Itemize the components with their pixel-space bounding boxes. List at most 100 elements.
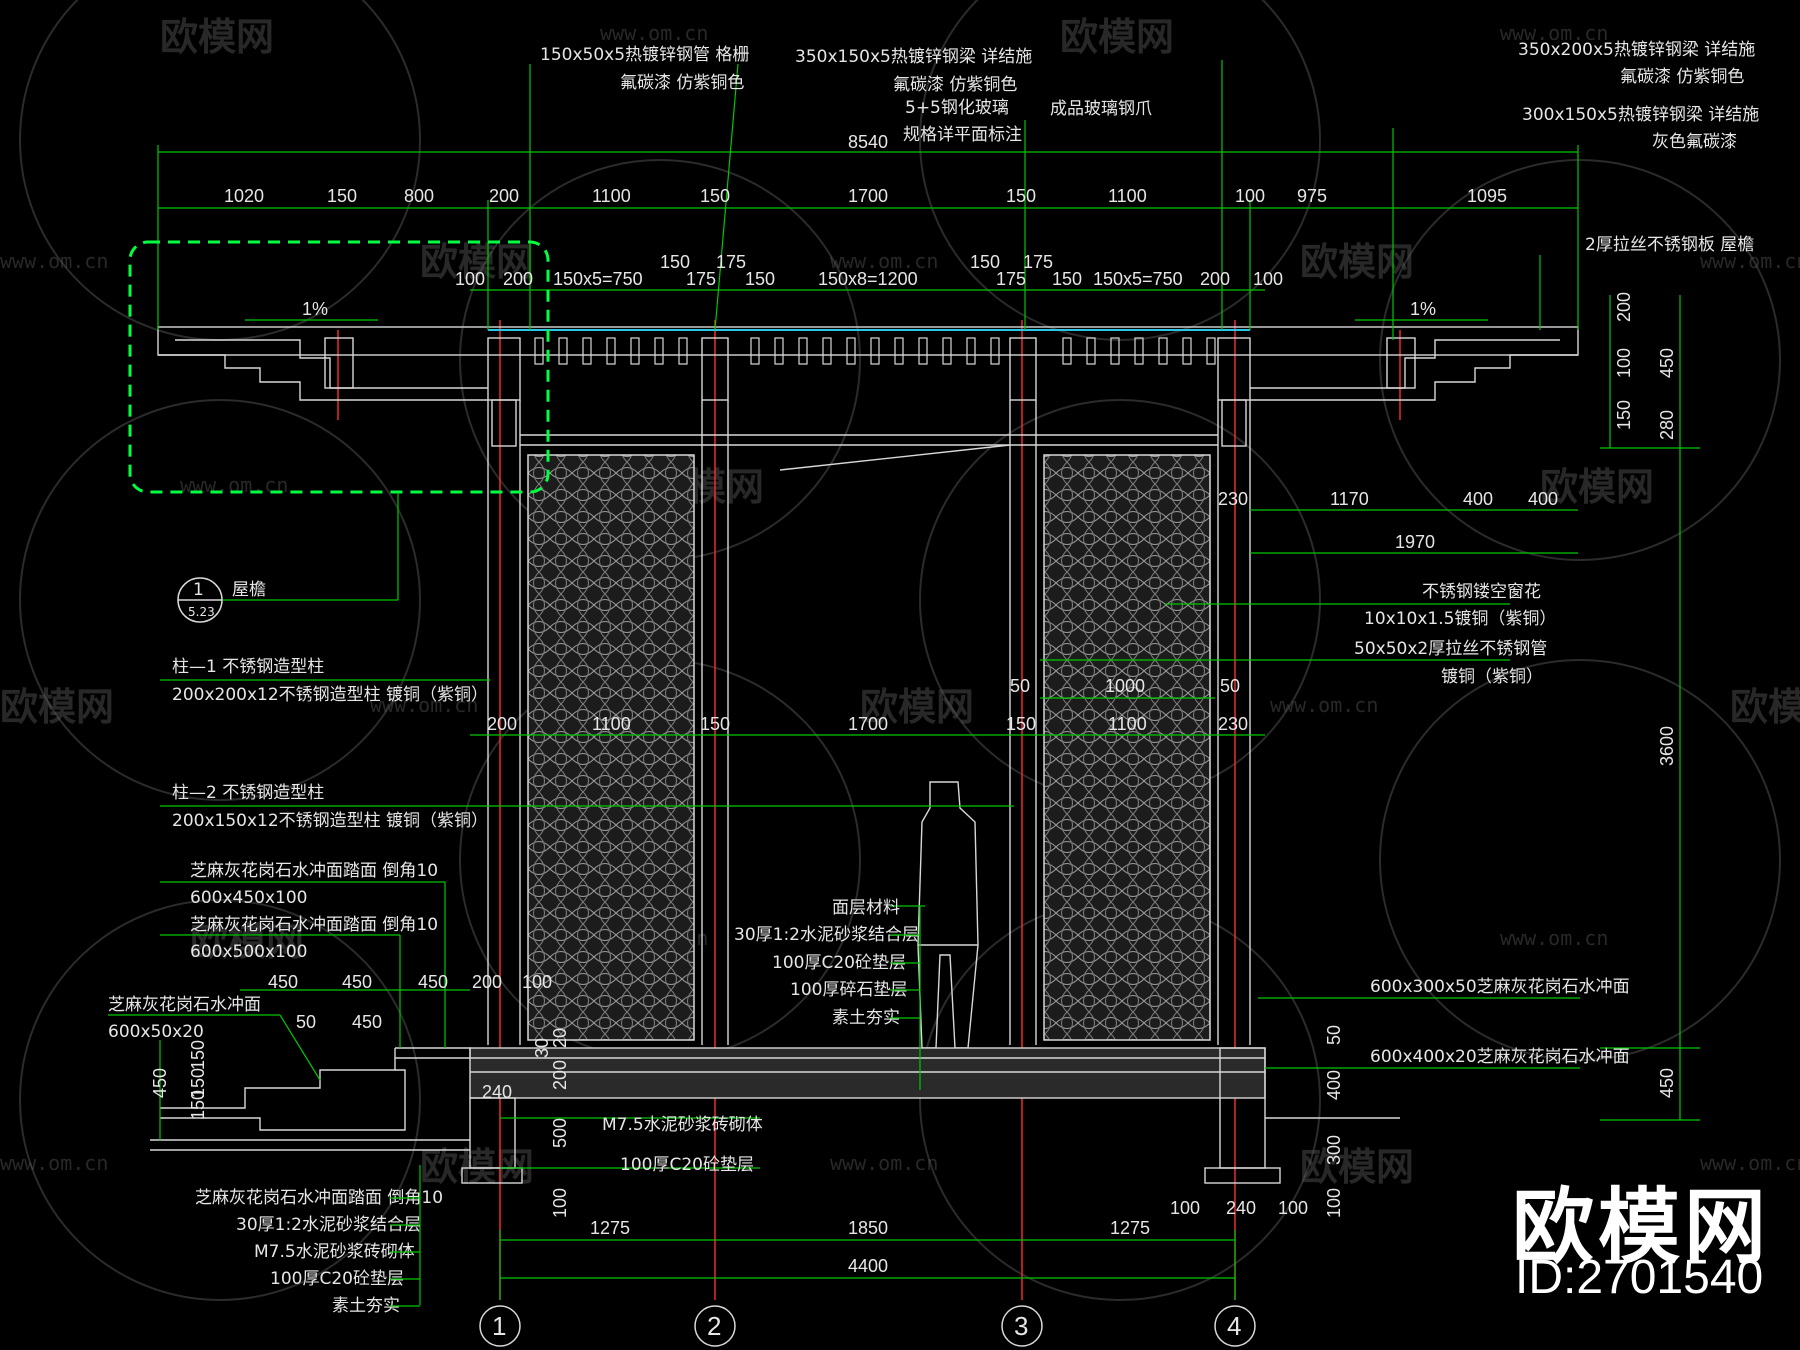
axis-label: 4 — [1227, 1311, 1241, 1341]
svg-text:150: 150 — [327, 186, 357, 206]
grille-picket — [822, 337, 832, 365]
left-notes: 柱—1 不锈钢造型柱 200x200x12不锈钢造型柱 镀铜（紫铜） 柱—2 不… — [108, 657, 552, 1120]
grille-picket — [1062, 337, 1072, 365]
axis-dimensions: 1275 1850 1275 4400 — [590, 1218, 1150, 1276]
svg-text:50: 50 — [296, 1012, 316, 1032]
svg-text:150x5=750: 150x5=750 — [1093, 269, 1183, 289]
detail-sheet: 5.23 — [188, 605, 215, 619]
axis-label: 1 — [492, 1311, 506, 1341]
svg-text:300x150x5热镀锌钢梁 详结施: 300x150x5热镀锌钢梁 详结施 — [1522, 105, 1759, 125]
svg-text:400: 400 — [1324, 1070, 1344, 1100]
watermark-url: www.om.cn — [1500, 926, 1608, 950]
svg-text:450: 450 — [268, 972, 298, 992]
svg-text:150: 150 — [188, 1068, 208, 1098]
svg-text:450: 450 — [1657, 348, 1677, 378]
grille-picket — [1158, 337, 1168, 365]
svg-text:230: 230 — [1218, 714, 1248, 734]
svg-text:975: 975 — [1297, 186, 1327, 206]
watermark-url: www.om.cn — [1700, 249, 1800, 273]
axis-lines — [337, 320, 1401, 1300]
watermark-url: www.om.cn — [0, 1151, 108, 1175]
svg-text:素土夯实: 素土夯实 — [332, 1296, 400, 1316]
grille-picket — [1134, 337, 1144, 365]
svg-text:1020: 1020 — [224, 186, 264, 206]
svg-text:175: 175 — [1023, 252, 1053, 272]
floor-notes: 面层材料 30厚1:2水泥砂浆结合层 100厚C20砼垫层 100厚碎石垫层 素… — [734, 898, 920, 1028]
grille-picket — [654, 337, 664, 365]
svg-text:400: 400 — [1463, 489, 1493, 509]
watermark-url: www.om.cn — [830, 1151, 938, 1175]
watermark-circles — [19, 0, 1781, 1301]
watermark-url: www.om.cn — [1700, 1151, 1800, 1175]
watermark-logo: 欧模网 — [420, 240, 534, 284]
svg-text:1095: 1095 — [1467, 186, 1507, 206]
grille-picket — [534, 337, 544, 365]
svg-text:氟碳漆 仿紫铜色: 氟碳漆 仿紫铜色 — [893, 75, 1017, 95]
grille-pickets — [534, 337, 1216, 365]
axis-bubbles: 1 2 3 4 — [479, 1305, 1256, 1347]
svg-text:600x400x20芝麻灰花岗石水冲面: 600x400x20芝麻灰花岗石水冲面 — [1370, 1047, 1630, 1067]
svg-text:350x150x5热镀锌钢梁 详结施: 350x150x5热镀锌钢梁 详结施 — [795, 47, 1032, 67]
svg-text:1275: 1275 — [590, 1218, 630, 1238]
grille-picket — [918, 337, 928, 365]
svg-text:150: 150 — [1052, 269, 1082, 289]
brand-logo: 欧模网 — [1512, 1180, 1771, 1275]
svg-text:芝麻灰花岗石水冲面踏面 倒角10: 芝麻灰花岗石水冲面踏面 倒角10 — [190, 861, 438, 881]
svg-text:400: 400 — [1528, 489, 1558, 509]
svg-text:150: 150 — [1006, 186, 1036, 206]
columns — [487, 400, 1251, 1045]
svg-text:1700: 1700 — [848, 714, 888, 734]
svg-text:100: 100 — [1170, 1198, 1200, 1218]
right-floor-notes: 600x300x50芝麻灰花岗石水冲面 600x400x20芝麻灰花岗石水冲面 … — [1170, 977, 1630, 1218]
svg-text:100厚C20砼垫层: 100厚C20砼垫层 — [620, 1155, 754, 1175]
watermark-url: www.om.cn — [830, 249, 938, 273]
svg-text:100: 100 — [1278, 1198, 1308, 1218]
watermark-url: www.om.cn — [0, 249, 108, 273]
screen-left — [527, 454, 695, 1041]
grille-picket — [846, 337, 856, 365]
top-callouts: 150x50x5热镀锌钢管 格栅 氟碳漆 仿紫铜色 350x150x5热镀锌钢梁… — [540, 40, 1759, 255]
svg-text:200: 200 — [487, 714, 517, 734]
grille-picket — [1110, 337, 1120, 365]
grille-picket — [798, 337, 808, 365]
svg-text:1%: 1% — [1410, 299, 1436, 319]
detail-title: 屋檐 — [232, 580, 266, 600]
svg-text:成品玻璃钢爪: 成品玻璃钢爪 — [1050, 99, 1152, 119]
grille-picket — [942, 337, 952, 365]
svg-text:450: 450 — [418, 972, 448, 992]
svg-text:100厚C20砼垫层: 100厚C20砼垫层 — [270, 1269, 404, 1289]
svg-text:100: 100 — [1614, 348, 1634, 378]
svg-text:1%: 1% — [302, 299, 328, 319]
svg-text:M7.5水泥砂浆砖砌体: M7.5水泥砂浆砖砌体 — [254, 1242, 415, 1262]
grille-picket — [870, 337, 880, 365]
svg-text:175: 175 — [996, 269, 1026, 289]
svg-text:1700: 1700 — [848, 186, 888, 206]
grille-picket — [750, 337, 760, 365]
human-figure — [917, 781, 979, 1049]
grille-picket — [966, 337, 976, 365]
svg-text:1100: 1100 — [1108, 186, 1147, 206]
grille-picket — [606, 337, 616, 365]
axis-label: 2 — [707, 1311, 721, 1341]
svg-text:30厚1:2水泥砂浆结合层: 30厚1:2水泥砂浆结合层 — [236, 1215, 421, 1235]
watermark-logo: 欧模网 — [1300, 1145, 1414, 1189]
svg-text:150: 150 — [1006, 714, 1036, 734]
grille-picket — [1206, 337, 1216, 365]
brand-id: ID:2701540 — [1515, 1251, 1764, 1304]
svg-text:150: 150 — [745, 269, 775, 289]
svg-text:50: 50 — [1220, 676, 1240, 696]
svg-text:100: 100 — [1235, 186, 1265, 206]
watermark-url: www.om.cn — [1270, 693, 1378, 717]
svg-text:150: 150 — [188, 1040, 208, 1070]
svg-text:100: 100 — [1253, 269, 1283, 289]
svg-text:450: 450 — [150, 1068, 170, 1098]
svg-text:1100: 1100 — [592, 186, 631, 206]
svg-text:规格详平面标注: 规格详平面标注 — [903, 125, 1022, 145]
svg-text:600x300x50芝麻灰花岗石水冲面: 600x300x50芝麻灰花岗石水冲面 — [1370, 977, 1630, 997]
grille-picket — [894, 337, 904, 365]
svg-text:800: 800 — [404, 186, 434, 206]
svg-text:240: 240 — [482, 1082, 512, 1102]
right-dimensions: 200 100 450 150 280 3600 450 — [1614, 292, 1677, 1098]
